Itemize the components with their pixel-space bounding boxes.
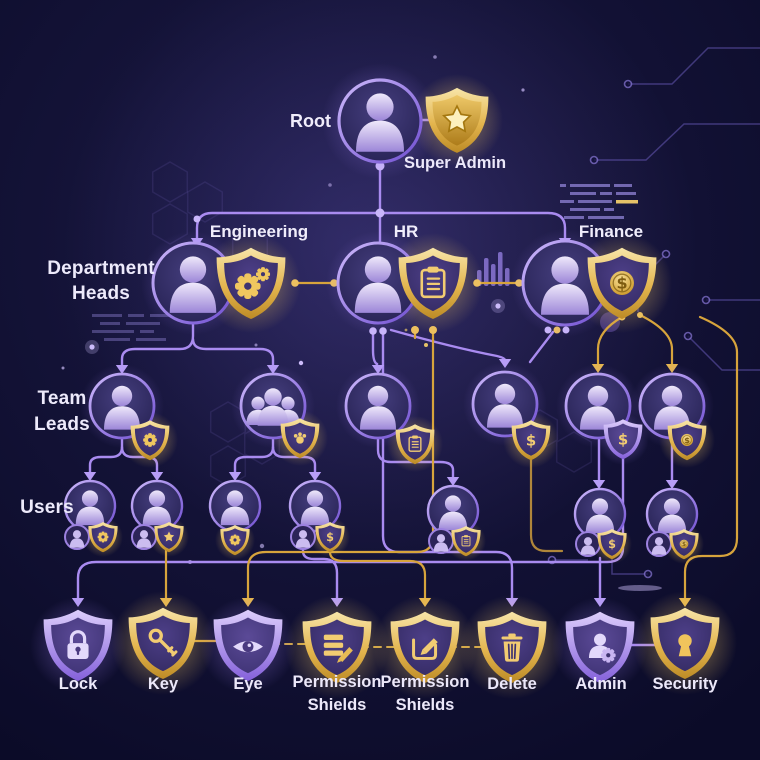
- users-label: Users: [20, 497, 74, 518]
- user-node-7: [645, 487, 699, 559]
- lock-label: Lock: [59, 675, 98, 693]
- root-node: [337, 78, 423, 164]
- engineering-label: Engineering: [210, 222, 308, 241]
- data-readout-decor-top-right: [560, 184, 638, 219]
- finance-label: Finance: [579, 222, 643, 241]
- super-admin-label: Super Admin: [404, 154, 506, 172]
- delete-label: Delete: [487, 675, 537, 693]
- department-node-finance: [521, 239, 656, 327]
- user-node-6: [573, 487, 627, 559]
- team-lead-node-6: [638, 372, 706, 460]
- user-node-5: [426, 484, 481, 556]
- user-node-4: [288, 479, 345, 552]
- user-node-2: [130, 479, 184, 552]
- root-label: Root: [290, 111, 331, 131]
- admin-label: Admin: [575, 675, 626, 693]
- team-lead-node-4: [471, 370, 550, 460]
- user-node-3: [208, 479, 262, 555]
- team-lead-node-1: [88, 372, 169, 460]
- team-lead-node-5: [564, 372, 642, 459]
- keyhole-icon: [678, 634, 692, 657]
- security-label: Security: [652, 675, 718, 693]
- department-node-engineering: [151, 241, 285, 325]
- eye-label: Eye: [233, 675, 262, 693]
- key-label: Key: [148, 675, 179, 693]
- department-node-hr: [336, 241, 467, 325]
- user-node-1: [63, 479, 118, 552]
- hr-label: HR: [394, 222, 419, 241]
- team-lead-node-3: [344, 372, 434, 464]
- team-lead-node-2: [239, 372, 319, 458]
